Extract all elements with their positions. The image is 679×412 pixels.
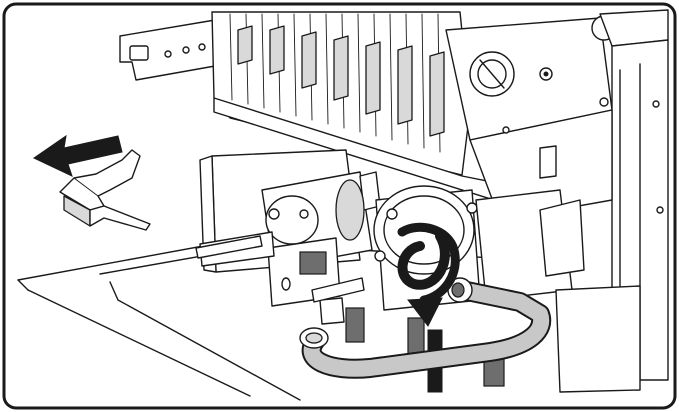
clip-icon bbox=[59, 149, 151, 231]
left-bracket bbox=[119, 19, 216, 81]
rotate-arrow-icon bbox=[397, 222, 460, 327]
heat-exchanger bbox=[211, 11, 533, 213]
left-arrow-icon bbox=[33, 134, 123, 177]
heat-exchanger-fins bbox=[229, 13, 445, 153]
right-housing bbox=[445, 9, 669, 381]
gas-pipe bbox=[299, 277, 552, 379]
igniter-rods bbox=[195, 171, 381, 303]
